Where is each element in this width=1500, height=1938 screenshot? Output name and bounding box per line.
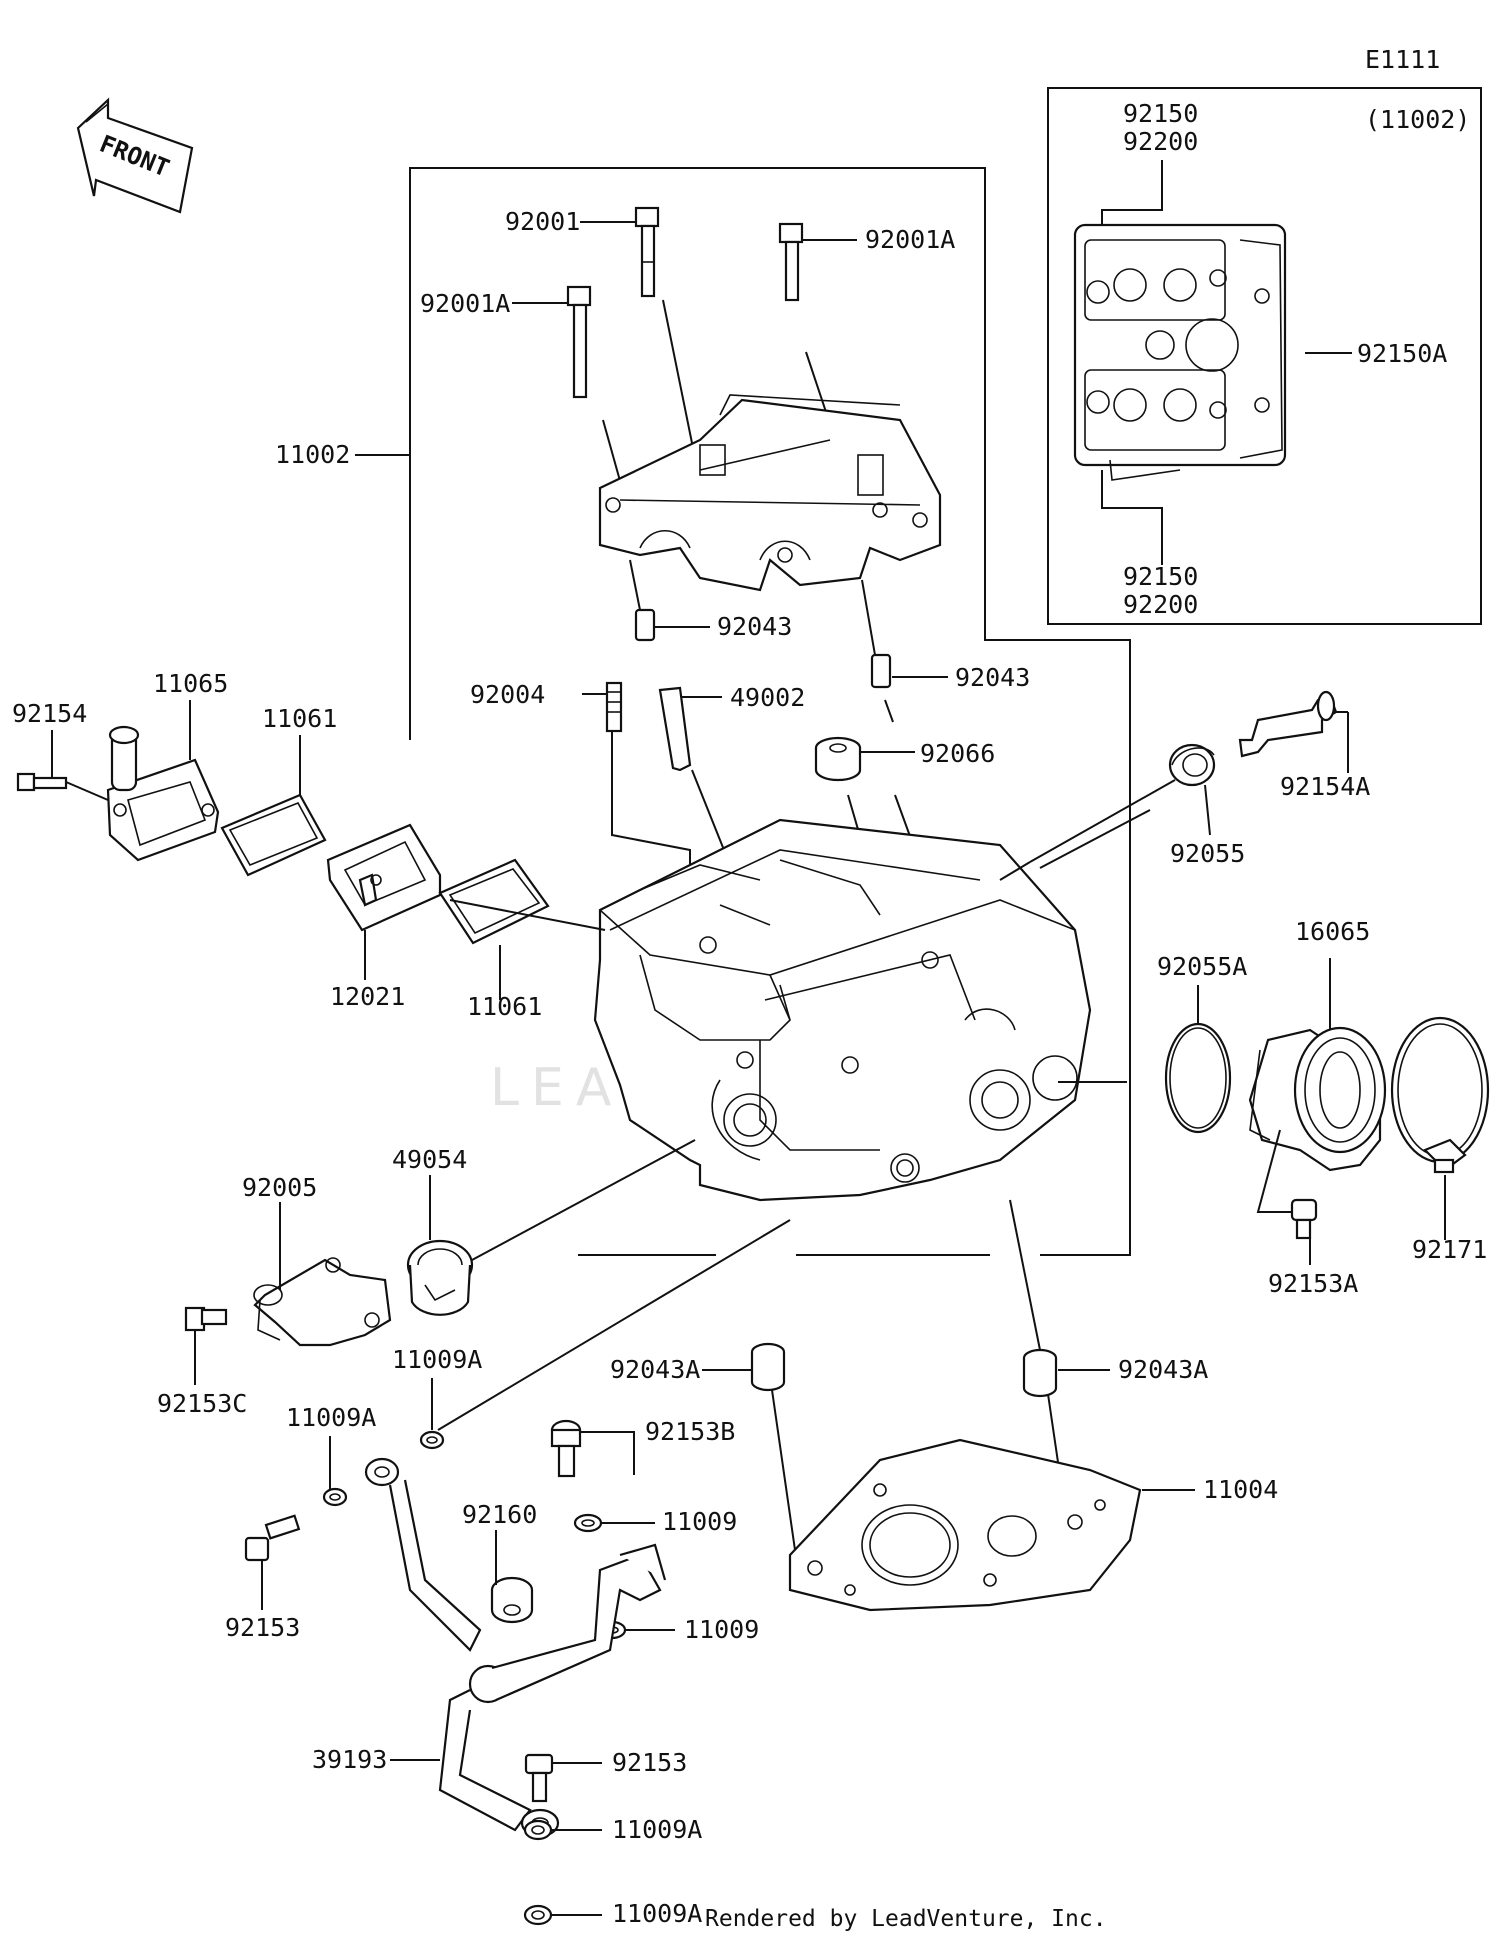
- label-49054: 49054: [392, 1145, 467, 1174]
- label-11065: 11065: [153, 669, 228, 698]
- stud-92004-icon: [605, 681, 623, 733]
- diagram-code: E1111: [1365, 45, 1440, 74]
- label-11009A-b: 11009A: [286, 1403, 376, 1432]
- seal-92055-icon: [1168, 743, 1216, 787]
- cylinder-head-top-view-icon: [1073, 223, 1287, 481]
- label-92001: 92001: [505, 207, 580, 236]
- footer-credit: Rendered by LeadVenture, Inc.: [705, 1906, 1107, 1932]
- washer-11009A-d-icon: [523, 1904, 553, 1926]
- thermostat-cover-92005-icon: [253, 1257, 392, 1347]
- label-92066: 92066: [920, 739, 995, 768]
- label-92001A-left: 92001A: [420, 289, 510, 318]
- label-92055: 92055: [1170, 839, 1245, 868]
- dowel-92043-a-icon: [634, 608, 656, 642]
- label-11002: 11002: [275, 440, 350, 469]
- inset-top-label-1: 92150: [1123, 99, 1198, 128]
- label-92055A: 92055A: [1157, 952, 1247, 981]
- bolt-92153-left-icon: [244, 1514, 301, 1562]
- spacer-92160-icon: [490, 1576, 534, 1624]
- washer-11009A-b-icon: [322, 1487, 348, 1507]
- cylinder-head-icon: [593, 818, 1092, 1202]
- thermostat-49054-icon: [406, 1239, 474, 1316]
- label-92154: 92154: [12, 699, 87, 728]
- bolt-92153C-icon: [184, 1306, 228, 1332]
- label-92043A-left: 92043A: [610, 1355, 700, 1384]
- label-92153A: 92153A: [1268, 1269, 1358, 1298]
- clamp-92171-icon: [1390, 1016, 1490, 1174]
- label-92153B: 92153B: [645, 1417, 735, 1446]
- dowel-92043A-right-icon: [1022, 1348, 1058, 1398]
- dowel-92043A-left-icon: [750, 1342, 786, 1392]
- valve-guide-49002-icon: [658, 686, 692, 772]
- bolt-92154A-icon: [1238, 690, 1338, 758]
- intake-duct-16065-icon: [1248, 1026, 1387, 1172]
- front-arrow-icon: FRONT: [76, 97, 194, 214]
- head-gasket-11004-icon: [788, 1438, 1142, 1612]
- reed-valve-12021-icon: [326, 823, 442, 932]
- inset-bottom-label-2: 92200: [1123, 590, 1198, 619]
- bolt-92153A-icon: [1290, 1198, 1318, 1240]
- washer-11009-a-icon: [573, 1513, 603, 1533]
- label-92043-b: 92043: [955, 663, 1030, 692]
- label-92043A-right: 92043A: [1118, 1355, 1208, 1384]
- label-11009A-c: 11009A: [612, 1815, 702, 1844]
- label-92043-a: 92043: [717, 612, 792, 641]
- label-11009-b: 11009: [684, 1615, 759, 1644]
- label-11009A-d: 11009A: [612, 1899, 702, 1928]
- label-11061-top: 11061: [262, 704, 337, 733]
- inset-top-label-2: 92200: [1123, 127, 1198, 156]
- plug-92066-icon: [814, 736, 862, 782]
- label-11009-a: 11009: [662, 1507, 737, 1536]
- inset-panel: (11002) 92150 92200 92150A 92150 92200: [1047, 87, 1482, 625]
- label-92001A-right: 92001A: [865, 225, 955, 254]
- o-ring-92055A-icon: [1164, 1022, 1232, 1134]
- banjo-bolt-92153B-icon: [550, 1419, 582, 1478]
- label-49002: 49002: [730, 683, 805, 712]
- inset-side-label: 92150A: [1357, 339, 1447, 368]
- bolt-92001A-right-icon: [778, 222, 804, 302]
- label-92153-bottom: 92153: [612, 1748, 687, 1777]
- label-16065: 16065: [1295, 917, 1370, 946]
- camshaft-holder-icon: [598, 394, 942, 592]
- dowel-92043-b-icon: [870, 653, 892, 689]
- label-12021: 12021: [330, 982, 405, 1011]
- label-11061-bottom: 11061: [467, 992, 542, 1021]
- bolt-92154-icon: [16, 772, 68, 792]
- gasket-11061-top-icon: [220, 793, 327, 877]
- bolt-92153-bottom-icon: [524, 1753, 554, 1803]
- inset-bottom-label-1: 92150: [1123, 562, 1198, 591]
- washer-11009A-c-icon: [523, 1819, 553, 1841]
- label-92160: 92160: [462, 1500, 537, 1529]
- label-92004: 92004: [470, 680, 545, 709]
- label-92171: 92171: [1412, 1235, 1487, 1264]
- inset-assembly-label: (11002): [1365, 105, 1470, 134]
- bolt-92001A-left-icon: [566, 285, 592, 399]
- label-92154A: 92154A: [1280, 772, 1370, 801]
- label-92153-left: 92153: [225, 1613, 300, 1642]
- label-92153C: 92153C: [157, 1389, 247, 1418]
- cover-11065-icon: [106, 725, 220, 862]
- label-39193: 39193: [312, 1745, 387, 1774]
- washer-11009A-a-icon: [419, 1430, 445, 1450]
- bolt-92001-icon: [634, 206, 660, 298]
- gasket-11061-bottom-icon: [438, 858, 550, 945]
- label-92005: 92005: [242, 1173, 317, 1202]
- label-11009A-a: 11009A: [392, 1345, 482, 1374]
- label-11004: 11004: [1203, 1475, 1278, 1504]
